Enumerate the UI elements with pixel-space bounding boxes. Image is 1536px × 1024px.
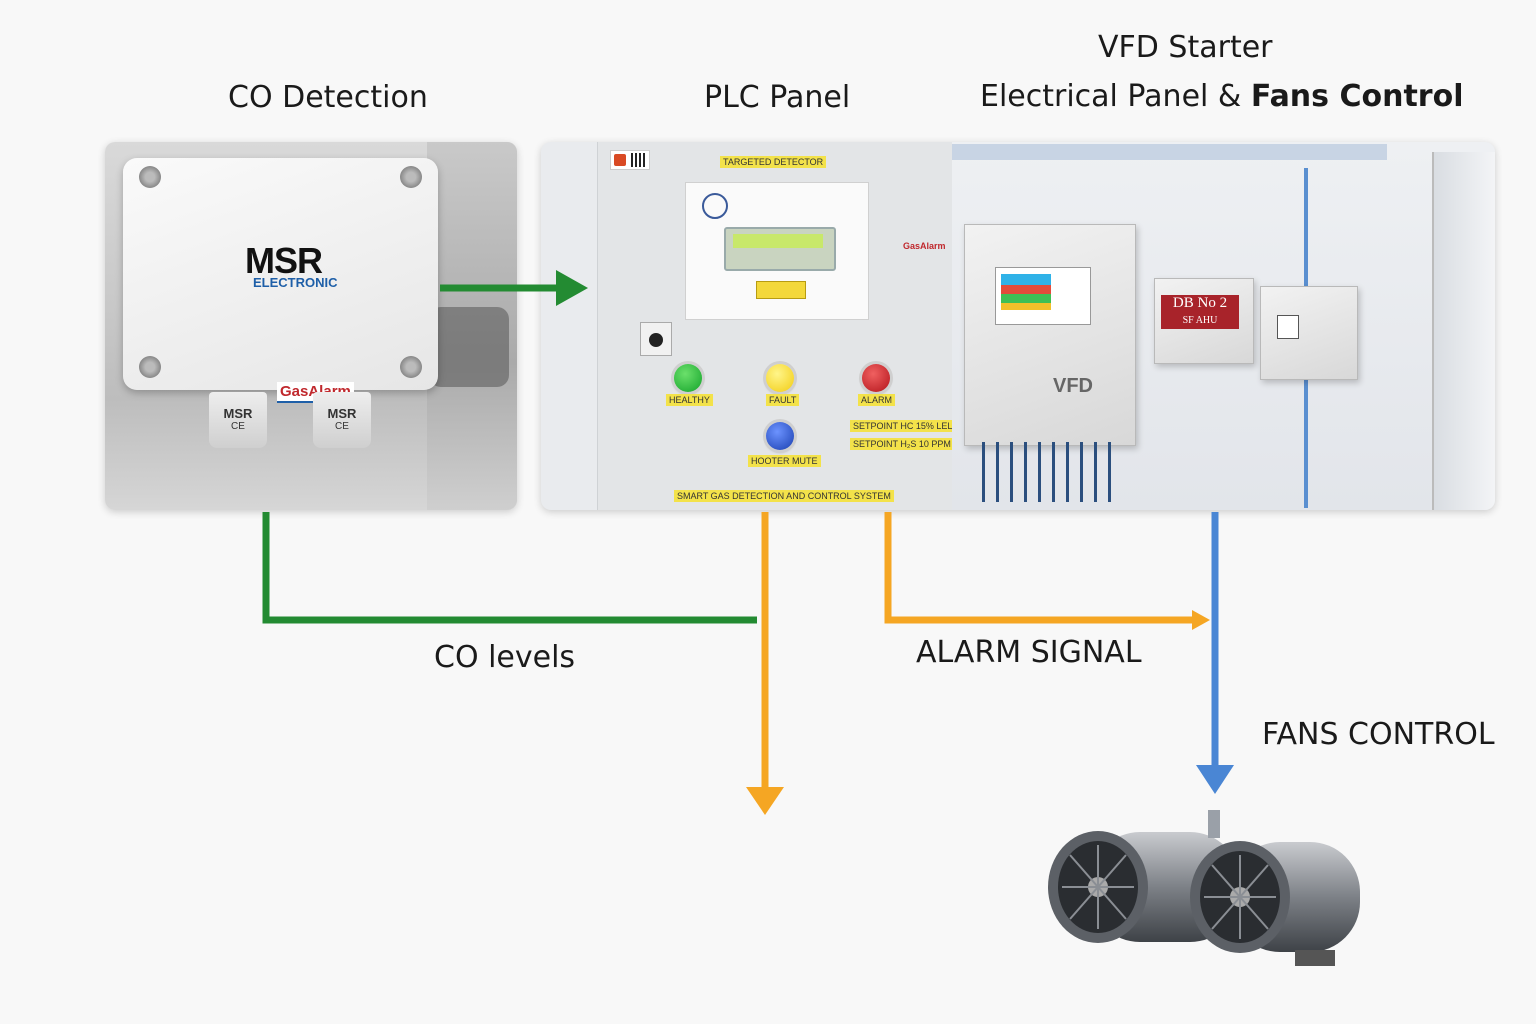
- wall-door: [1432, 152, 1495, 510]
- parked-car: [429, 307, 509, 387]
- sensor-left-ce: CE: [231, 421, 245, 432]
- vfd-screen: [995, 267, 1091, 325]
- msr-logo: MSR: [245, 240, 323, 281]
- hooter-mute-button: [766, 422, 794, 450]
- co-detection-image: MSR ELECTRONIC GasAlarm MSR CE MSR CE: [105, 142, 517, 510]
- db-plate-line2: SF AHU: [1182, 315, 1218, 326]
- sensor-left-brand: MSR: [223, 406, 253, 421]
- fans-control-arrowhead: [1196, 765, 1234, 794]
- cables: [982, 442, 1122, 502]
- sensor-right-brand: MSR: [327, 406, 357, 421]
- co-levels-label: CO levels: [434, 640, 576, 675]
- alarm-lamp: [862, 364, 890, 392]
- msr-electronic-label: ELECTRONIC: [253, 275, 338, 290]
- smart-gas-tag: SMART GAS DETECTION AND CONTROL SYSTEM: [674, 490, 894, 502]
- fault-lamp: [766, 364, 794, 392]
- fans-control-label: FANS CONTROL: [1262, 717, 1495, 752]
- warning-sticker: [756, 281, 806, 299]
- jet-fan-right: [1190, 841, 1360, 966]
- healthy-tag: HEALTHY: [666, 394, 713, 406]
- controller-logo-icon: [702, 193, 728, 219]
- setpoint-hc-tag: SETPOINT HC 15% LEL: [850, 420, 956, 432]
- alarm-signal-line: [884, 512, 1195, 624]
- plc-output-arrowhead: [746, 787, 784, 815]
- controller-card: GasAlarm: [685, 182, 946, 320]
- screw: [139, 166, 161, 188]
- vfd-cabinet: VFD: [964, 224, 1136, 446]
- sensor-head-left: MSR CE: [209, 392, 267, 448]
- screw: [139, 356, 161, 378]
- setpoint-hs-tag: SETPOINT H₂S 10 PPM: [850, 438, 954, 450]
- alarm-signal-label: ALARM SIGNAL: [916, 635, 1142, 670]
- jet-fans: [1048, 810, 1360, 966]
- alarm-signal-arrowhead: [1192, 610, 1210, 630]
- db-plate-line1: DB No 2: [1172, 295, 1228, 311]
- screw: [400, 356, 422, 378]
- plc-panel-face: TARGETED DETECTOR GasAlarm HEALTHY FAULT…: [597, 142, 956, 510]
- card-gasalarm-label: GasAlarm: [903, 241, 946, 251]
- sensor-head-right: MSR CE: [313, 392, 371, 448]
- junction-box: MSR ELECTRONIC GasAlarm: [123, 158, 438, 403]
- healthy-lamp: [674, 364, 702, 392]
- electrical-panel-title-text: Electrical Panel &: [980, 79, 1251, 114]
- screw: [400, 166, 422, 188]
- hooter-mute-tag: HOOTER MUTE: [748, 455, 821, 467]
- vfd-starter-title: VFD Starter: [1098, 30, 1273, 65]
- fan-mount: [1208, 810, 1220, 838]
- vfd-label: VFD: [1053, 375, 1093, 397]
- plc-panel-title: PLC Panel: [704, 80, 851, 115]
- db-panel: DB No 2 SF AHU: [1154, 278, 1254, 364]
- logo-qr-icon: [610, 150, 650, 170]
- co-detection-title: CO Detection: [228, 80, 428, 115]
- isolator-box: [1260, 286, 1358, 380]
- alarm-tag: ALARM: [858, 394, 896, 406]
- electrical-panel-title: Electrical Panel & Fans Control: [980, 79, 1463, 114]
- fault-tag: FAULT: [766, 394, 800, 406]
- fans-control-title-bold: Fans Control: [1250, 79, 1464, 114]
- key-switch: [640, 322, 672, 356]
- targeted-detector-tag: TARGETED DETECTOR: [720, 156, 827, 168]
- plc-vfd-image: TARGETED DETECTOR GasAlarm HEALTHY FAULT…: [541, 142, 1495, 510]
- co-levels-line: [262, 512, 757, 624]
- db-nameplate: DB No 2 SF AHU: [1161, 295, 1239, 329]
- sensor-right-ce: CE: [335, 421, 349, 432]
- cable-tray: [952, 144, 1387, 160]
- electrical-room: VFD DB No 2 SF AHU: [952, 142, 1495, 510]
- lcd-display: [724, 227, 836, 271]
